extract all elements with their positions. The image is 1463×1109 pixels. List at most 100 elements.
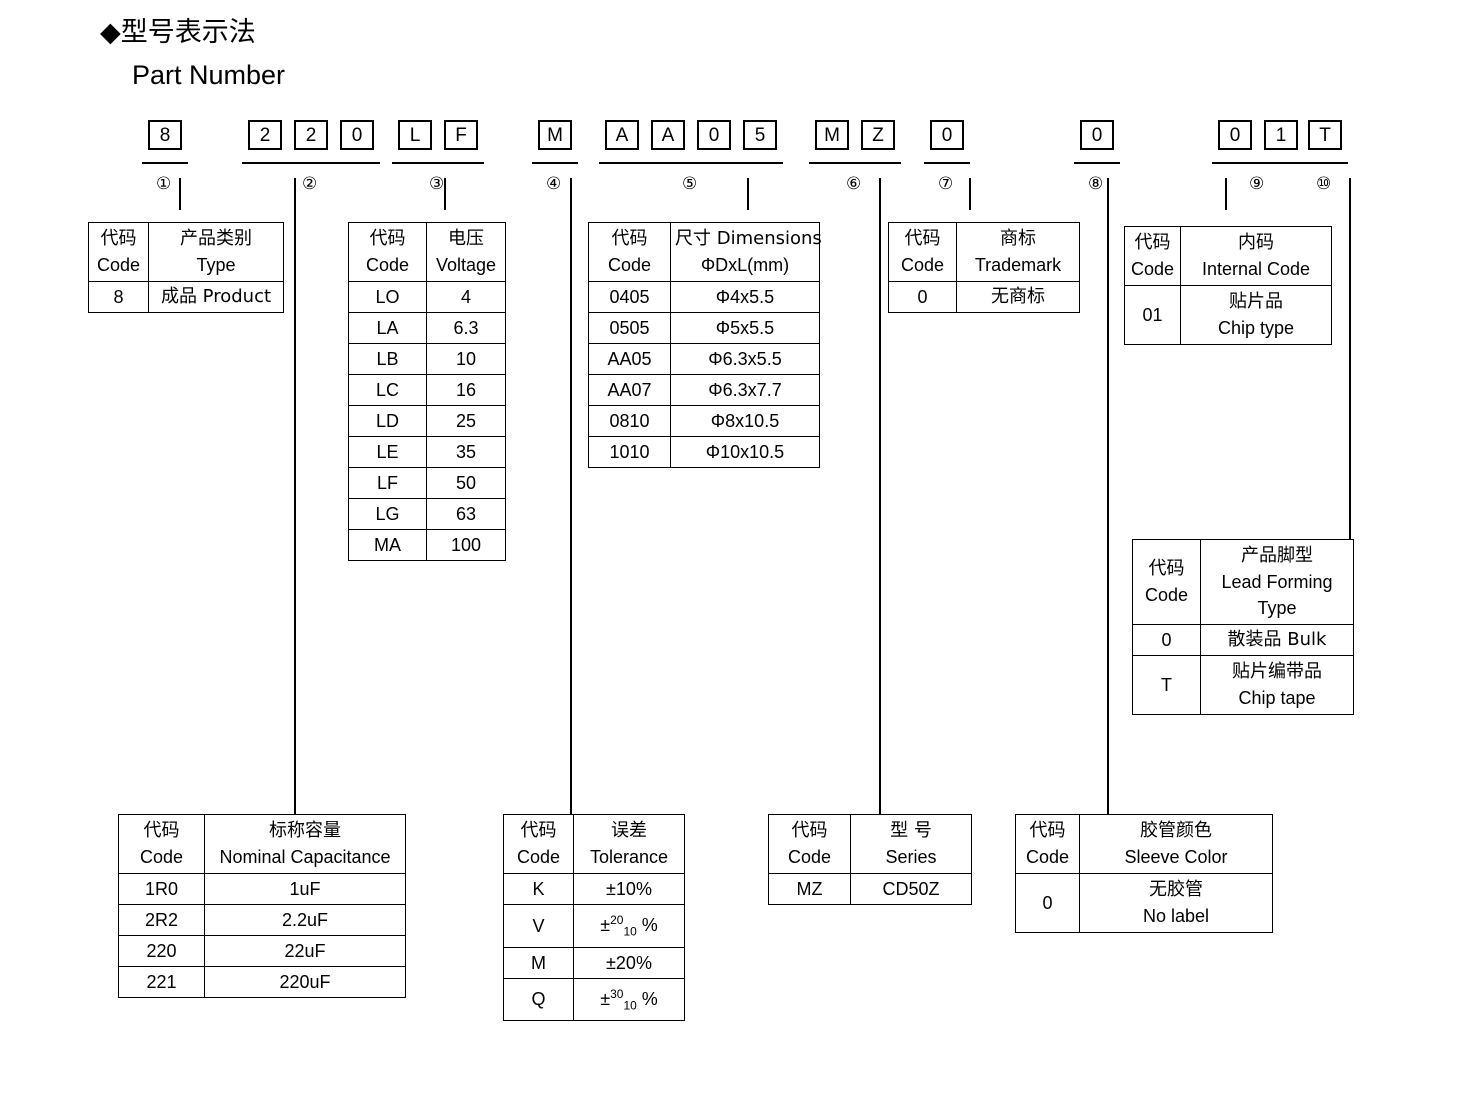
table-row: K±10%	[503, 873, 685, 905]
row-code: 220	[118, 935, 205, 967]
group-index-7: ⑦	[938, 174, 954, 194]
header-code-en: Code	[900, 255, 945, 275]
row-code: 0	[1015, 873, 1080, 933]
connector-line-5	[747, 178, 749, 210]
group-index-6: ⑥	[846, 174, 862, 194]
part-number-char: 0	[340, 120, 374, 150]
row-value: ±20%	[573, 946, 685, 979]
header-value-cn: 产品类别	[180, 228, 252, 249]
header-value-cn: 尺寸 Dimensions	[675, 228, 822, 249]
connector-line-10	[1349, 178, 1351, 541]
row-code: 0	[1132, 624, 1201, 656]
group-underline	[809, 162, 901, 164]
page-title-en: Part Number	[132, 60, 286, 90]
header-value-cn: 产品脚型	[1241, 545, 1313, 566]
row-value: 100	[426, 529, 506, 561]
group-index-8: ⑧	[1088, 174, 1104, 194]
header-value-cn: 胶管颜色	[1140, 820, 1212, 841]
header-code-cn: 代码	[1029, 820, 1066, 841]
group-index-5: ⑤	[682, 174, 698, 194]
header-code-en: Code	[365, 255, 410, 275]
page-title-cn-text: 型号表示法	[120, 17, 256, 48]
connector-line-1	[179, 178, 181, 210]
row-code: LA	[348, 312, 427, 344]
part-number-char: F	[444, 120, 478, 150]
header-value-en: Trademark	[974, 255, 1062, 275]
header-code-en: Code	[787, 847, 832, 867]
group-index-9: ⑨	[1249, 174, 1265, 194]
row-value: 1uF	[204, 873, 406, 905]
row-value: Φ6.3x5.5	[670, 343, 820, 375]
header-code-en: Code	[139, 847, 184, 867]
connector-line-4	[570, 178, 572, 818]
row-code: MZ	[768, 873, 851, 905]
header-value-cn: 标称容量	[269, 820, 341, 841]
row-value-cn: 无胶管	[1149, 879, 1203, 900]
row-code: T	[1132, 655, 1201, 715]
row-value: Φ4x5.5	[670, 281, 820, 313]
table-row: V±2010 %	[503, 904, 685, 948]
header-code-en: Code	[516, 847, 561, 867]
part-number-char: 0	[1080, 120, 1114, 150]
row-value-en: Chip type	[1217, 318, 1295, 338]
row-code: 0810	[588, 405, 671, 437]
row-value: 4	[426, 281, 506, 313]
row-value: Φ6.3x7.7	[670, 374, 820, 406]
header-value-cn: 电压	[448, 228, 484, 249]
part-number-char: 2	[294, 120, 328, 150]
row-value: 成品 Product	[148, 281, 284, 313]
header-value-en: Tolerance	[589, 847, 669, 867]
row-value: ±2010 %	[573, 904, 685, 948]
page-title-cn: ◆型号表示法	[100, 17, 256, 49]
group-index-2: ②	[302, 174, 318, 194]
header-code-en: Code	[607, 255, 652, 275]
row-code: LF	[348, 467, 427, 499]
part-number-char: A	[651, 120, 685, 150]
part-number-char: 0	[1218, 120, 1252, 150]
table-row: M±20%	[503, 946, 685, 979]
row-code: LB	[348, 343, 427, 375]
row-value: 散装品 Bulk	[1200, 624, 1354, 656]
row-code: LO	[348, 281, 427, 313]
row-code: LD	[348, 405, 427, 437]
header-code-cn: 代码	[100, 228, 137, 249]
row-value: 50	[426, 467, 506, 499]
part-number-char: M	[815, 120, 849, 150]
table-row: Q±3010 %	[503, 977, 685, 1022]
header-value-cn: 型 号	[890, 820, 932, 841]
